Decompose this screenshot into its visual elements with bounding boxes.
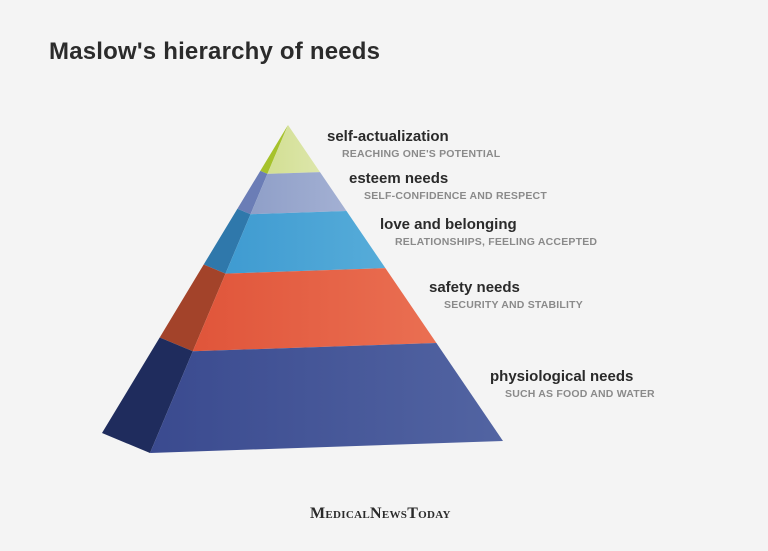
label-self-actualization: self-actualization REACHING ONE'S POTENT… <box>327 128 500 160</box>
level-name: self-actualization <box>327 128 449 145</box>
level-5-side <box>102 337 193 453</box>
level-name: physiological needs <box>490 368 634 385</box>
level-name: esteem needs <box>349 170 449 187</box>
level-1-side <box>260 125 288 174</box>
level-3-side <box>203 208 251 274</box>
page-title: Maslow's hierarchy of needs <box>49 38 381 65</box>
label-physiological: physiological needs SUCH AS FOOD AND WAT… <box>490 368 655 400</box>
level-description: RELATIONSHIPS, FEELING ACCEPTED <box>395 236 598 248</box>
level-1-front <box>267 125 320 174</box>
level-4-front <box>192 268 437 352</box>
level-3-front <box>225 211 386 274</box>
label-love-belonging: love and belonging RELATIONSHIPS, FEELIN… <box>380 216 597 248</box>
level-description: SUCH AS FOOD AND WATER <box>505 388 655 400</box>
level-5-front <box>150 343 503 453</box>
label-safety: safety needs SECURITY AND STABILITY <box>429 279 583 311</box>
level-description: SELF-CONFIDENCE AND RESPECT <box>364 190 547 202</box>
level-description: SECURITY AND STABILITY <box>444 299 583 311</box>
level-4-side <box>159 264 226 352</box>
label-esteem: esteem needs SELF-CONFIDENCE AND RESPECT <box>349 170 547 202</box>
level-2-side <box>237 170 268 215</box>
level-description: REACHING ONE'S POTENTIAL <box>342 148 501 160</box>
level-name: safety needs <box>429 279 520 296</box>
brand-logo: MedicalNewsToday <box>310 505 451 522</box>
level-name: love and belonging <box>380 216 517 233</box>
level-2-front <box>250 172 347 215</box>
